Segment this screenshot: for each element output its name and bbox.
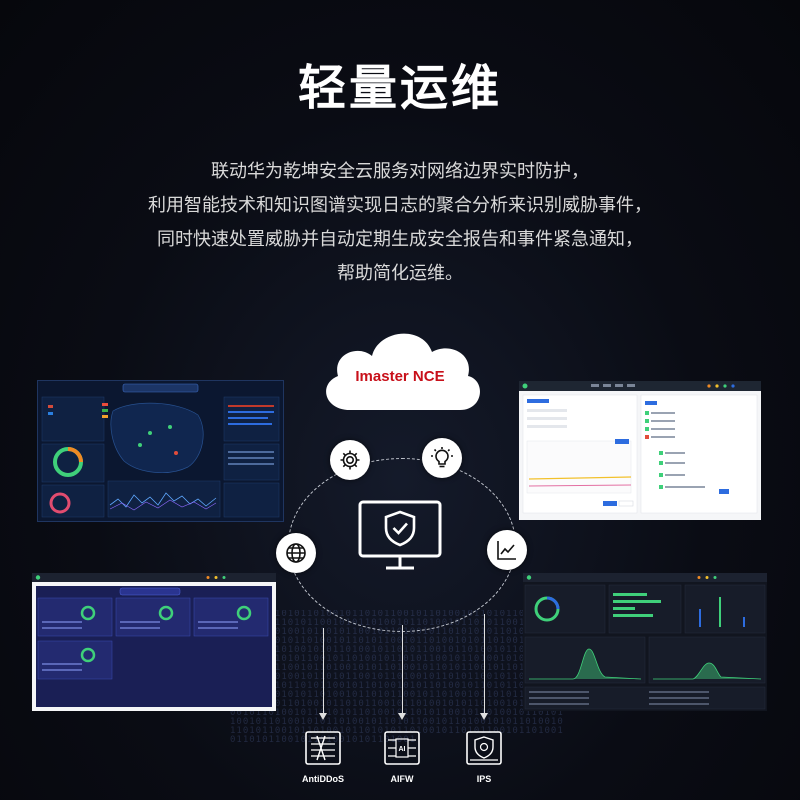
gear-icon (330, 440, 370, 480)
feature-aifw: AI AIFW (372, 730, 432, 784)
dashboard-screenshot-cards (32, 573, 276, 711)
analytics-screenshot (523, 573, 767, 711)
chart-line-icon (487, 530, 527, 570)
description-line: 利用智能技术和知识图谱实现日志的聚合分析来识别威胁事件， (148, 195, 652, 216)
arrow-down (398, 625, 406, 720)
feature-label: IPS (476, 774, 492, 784)
description-line: 联动华为乾坤安全云服务对网络边界实时防护， (211, 161, 589, 182)
description-line: 帮助简化运维。 (337, 263, 463, 284)
arrow-down (480, 614, 488, 720)
ips-icon (466, 731, 502, 765)
cloud-icon (326, 333, 480, 410)
feature-label: AIFW (390, 774, 414, 784)
dashboard-screenshot-map (37, 380, 284, 522)
page-title: 轻量运维 (297, 60, 502, 116)
feature-label: AntiDDoS (302, 774, 344, 784)
arrow-down (319, 628, 327, 720)
feature-antiddos: AntiDDoS (293, 730, 353, 784)
description: 联动华为乾坤安全云服务对网络边界实时防护， 利用智能技术和知识图谱实现日志的聚合… (0, 155, 800, 291)
feature-ips: IPS (454, 730, 514, 784)
svg-text:AI: AI (399, 746, 406, 753)
config-screenshot-light (519, 381, 761, 520)
description-line: 同时快速处置威胁并自动定期生成安全报告和事件紧急通知， (157, 229, 643, 250)
antiddos-icon (305, 731, 341, 765)
monitor-shield-icon (358, 500, 442, 570)
globe-icon (276, 533, 316, 573)
lightbulb-icon (422, 438, 462, 478)
aifw-icon: AI (384, 731, 420, 765)
cloud-label: Imaster NCE (355, 368, 445, 385)
